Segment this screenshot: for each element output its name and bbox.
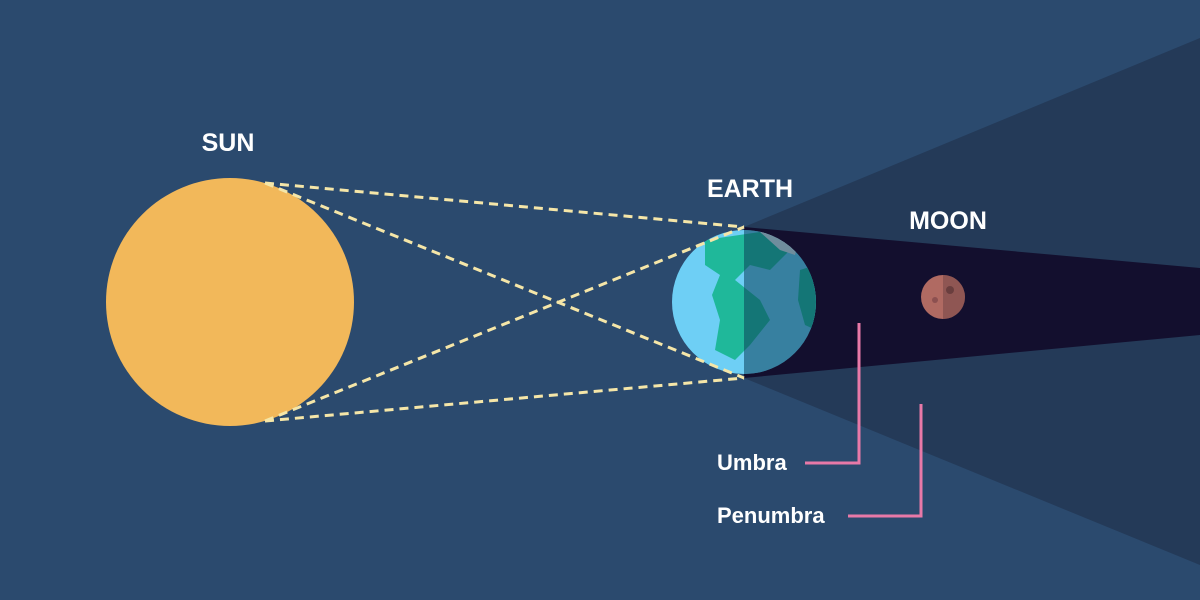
earth (672, 230, 816, 374)
moon (921, 275, 965, 319)
penumbra-pointer (848, 404, 923, 518)
sun (106, 178, 354, 426)
sun-label: SUN (202, 129, 255, 157)
moon-label: MOON (909, 207, 987, 235)
ray-bottom-top (264, 225, 745, 423)
earth-label: EARTH (707, 175, 793, 203)
penumbra-label: Penumbra (717, 503, 825, 528)
ray-top-bottom (264, 181, 745, 380)
umbra-pointer (805, 323, 861, 465)
umbra-label: Umbra (717, 450, 787, 475)
ray-bottom-bottom (264, 376, 745, 423)
ray-top-top (264, 181, 745, 229)
sun-rays (264, 181, 745, 423)
